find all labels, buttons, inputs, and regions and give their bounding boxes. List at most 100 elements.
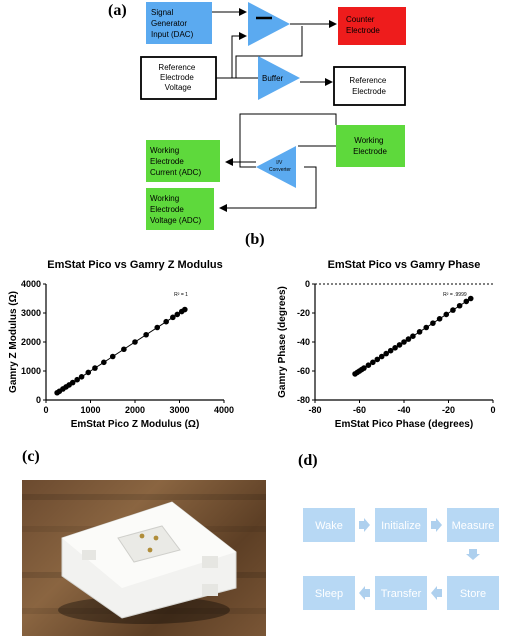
flow-arrow — [431, 586, 442, 600]
data-point — [101, 359, 107, 366]
we-current-text: Working Electrode Current (ADC) — [150, 146, 201, 177]
data-point — [74, 376, 80, 383]
data-point — [443, 311, 450, 318]
circuit-block-diagram: Signal Generator Input (DAC) Counter Ele… — [140, 2, 406, 230]
data-point — [92, 365, 98, 371]
flow-arrow — [359, 586, 370, 600]
signal-generator-box — [146, 2, 212, 44]
op-amp-triangle — [248, 2, 290, 46]
reference-voltage-text: Reference Electrode Voltage — [158, 63, 197, 92]
data-point — [396, 342, 403, 348]
data-point — [392, 345, 398, 351]
y-tick-label: 0 — [36, 395, 41, 405]
data-point — [463, 298, 470, 305]
x-tick-label: -80 — [308, 405, 321, 415]
flow-step-box — [447, 576, 499, 610]
flow-step-sleep: Sleep — [315, 588, 343, 600]
y-tick-label: 2000 — [21, 337, 41, 347]
data-point — [436, 316, 443, 322]
flow-arrow — [466, 549, 480, 560]
panel-label-a: (a) — [108, 2, 127, 19]
data-point — [450, 307, 456, 313]
buffer-text: Buffer — [262, 74, 284, 83]
data-point — [378, 353, 385, 360]
y-tick-label: 3000 — [21, 308, 41, 318]
data-point — [387, 347, 394, 354]
flow-arrow — [359, 518, 370, 532]
data-point — [154, 324, 161, 331]
data-point — [416, 329, 423, 335]
buffer-triangle — [258, 56, 300, 100]
counter-electrode-box — [338, 7, 406, 45]
flow-step-initialize: Initialize — [381, 520, 421, 532]
signal-generator-text: Signal Generator Input (DAC) — [151, 8, 194, 39]
data-point — [405, 336, 412, 342]
x-tick-label: 1000 — [80, 405, 100, 415]
reference-electrode-text: Reference Electrode — [349, 76, 388, 96]
z-modulus-chart: EmStat Pico vs Gamry Z Modulus 0 1000 2000 3… — [8, 259, 234, 430]
y-tick-label: 0 — [305, 279, 310, 289]
data-point — [361, 365, 367, 371]
y-tick-label: -20 — [297, 308, 310, 318]
flow-step-box — [303, 576, 355, 610]
data-point — [121, 346, 127, 353]
chart-title: EmStat Pico vs Gamry Phase — [328, 259, 481, 271]
x-tick-label: -60 — [353, 405, 366, 415]
data-point — [370, 359, 376, 366]
x-tick-label: 2000 — [125, 405, 145, 415]
data-point — [430, 320, 436, 326]
x-tick-label: 0 — [490, 405, 495, 415]
counter-electrode-text: Counter Electrode — [346, 15, 380, 35]
x-tick-label: 0 — [43, 405, 48, 415]
flow-step-box — [447, 508, 499, 542]
data-point — [401, 339, 407, 345]
flow-step-store: Store — [460, 588, 486, 600]
we-voltage-box — [146, 188, 214, 230]
panel-label-b: (b) — [245, 231, 265, 248]
panel-label-d: (d) — [298, 452, 318, 469]
x-axis-label: EmStat Pico Phase (degrees) — [335, 419, 473, 430]
data-point — [69, 379, 76, 386]
y-tick-label: -40 — [297, 337, 310, 347]
data-point — [132, 339, 138, 345]
data-point — [170, 314, 176, 321]
data-point — [182, 306, 188, 313]
data-point — [383, 350, 389, 357]
x-tick-label: -40 — [397, 405, 410, 415]
data-point — [109, 353, 116, 360]
x-tick-label: -20 — [442, 405, 455, 415]
y-tick-label: 1000 — [21, 366, 41, 376]
y-tick-label: -60 — [297, 366, 310, 376]
data-point — [410, 333, 416, 339]
flow-step-box — [375, 508, 427, 542]
y-axis-label: Gamry Z Modulus (Ω) — [8, 291, 19, 393]
flow-step-box — [303, 508, 355, 542]
flow-step-transfer: Transfer — [381, 588, 422, 600]
y-tick-label: 4000 — [21, 279, 41, 289]
flow-step-measure: Measure — [452, 520, 495, 532]
data-point — [456, 302, 463, 309]
working-electrode-box — [336, 125, 405, 167]
y-axis-label: Gamry Phase (degrees) — [277, 286, 288, 398]
flow-step-wake: Wake — [315, 520, 343, 532]
data-point — [365, 362, 372, 368]
r-squared-annotation: R² = .9999 — [443, 292, 467, 298]
chart-title: EmStat Pico vs Gamry Z Modulus — [47, 259, 222, 271]
x-tick-label: 4000 — [214, 405, 234, 415]
we-current-box — [146, 140, 220, 182]
phase-chart: EmStat Pico vs Gamry Phase -80 -60 -40 -20 0 -… — [277, 259, 496, 430]
r-squared-annotation: R² = 1 — [174, 292, 188, 298]
reference-electrode-box — [333, 66, 406, 106]
data-point — [423, 324, 430, 331]
flow-arrow — [431, 518, 442, 532]
working-electrode-text: Working Electrode — [353, 136, 387, 156]
sensor-pad — [117, 525, 181, 563]
flow-step-box — [375, 576, 427, 610]
data-point — [85, 369, 92, 376]
we-voltage-text: Working Electrode Voltage (ADC) — [150, 194, 201, 225]
y-tick-label: -80 — [297, 395, 310, 405]
data-point — [163, 318, 169, 325]
panel-label-c: (c) — [22, 448, 40, 465]
data-point — [78, 374, 85, 380]
x-tick-label: 3000 — [169, 405, 189, 415]
